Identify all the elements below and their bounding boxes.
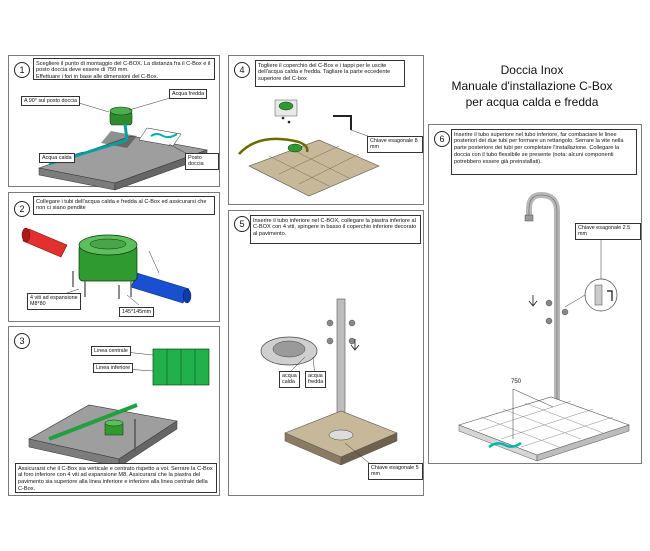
step-2-label-screws: 4 viti ad espansione M8*80	[27, 293, 81, 310]
step-5-label-cold: acqua fredda	[305, 371, 327, 388]
step-2-number: 2	[14, 201, 30, 217]
step-6-label-distance: 750	[511, 379, 522, 385]
title-line-1: Doccia Inox	[500, 63, 564, 77]
step-6-number: 6	[434, 131, 450, 147]
step-4-number: 4	[234, 62, 250, 78]
step-1-label-shower: Posto doccia	[185, 153, 219, 170]
step-1-text: Scegliere il punto di montaggio del C-BO…	[33, 58, 215, 80]
step-3-label-center-line: Linea centrale	[91, 346, 131, 357]
step-5-number: 5	[234, 216, 250, 232]
step-6-label-wrench: Chiave esagonale 2.5 mm	[575, 223, 641, 240]
title-line-2: Manuale d'installazione C-Box	[451, 79, 613, 93]
step-3-text: Assicurarsi che il C-Box sia verticale e…	[15, 463, 217, 493]
step-5-label-hot: acqua calda	[279, 371, 300, 388]
step-4-label-wrench: Chiave esagonale 8 mm	[367, 136, 423, 153]
step-2-illustration	[21, 227, 192, 306]
step-2-panel: 2 Collegare i tubi dell'acqua calda e fr…	[8, 192, 220, 322]
step-1-label-cold: Acqua fredda	[169, 89, 208, 100]
step-1-label-angle: A 90° sul posto doccia	[21, 96, 81, 107]
step-1-number: 1	[14, 62, 30, 78]
step-1-panel: 1 Scegliere il punto di montaggio del C-…	[8, 55, 220, 191]
step-5-label-wrench: Chiave esagonale 5 mm	[368, 463, 423, 480]
step-4-panel: 4 Togliere il coperchio del C-Box e i ta…	[228, 55, 424, 205]
title-line-3: per acqua calda e fredda	[465, 95, 599, 109]
step-6-illustration	[458, 191, 630, 462]
step-3-label-lower-line: Linea inferiore	[93, 363, 134, 374]
step-5-panel: 5 Inserire il tubo inferiore nel C-BOX, …	[228, 210, 424, 496]
step-3-number: 3	[14, 333, 30, 349]
step-6-panel: 6 Inserire il tubo superiore nel tubo in…	[428, 124, 642, 464]
step-3-illustration	[28, 348, 210, 468]
step-3-panel: 3 Linea centrale Linea inferiore Assicur…	[8, 326, 220, 496]
step-6-text: Inserire il tubo superiore nel tubo infe…	[451, 129, 637, 175]
step-5-illustration	[260, 298, 398, 466]
manual-title: Doccia Inox Manuale d'installazione C-Bo…	[432, 62, 632, 110]
step-4-illustration	[238, 99, 380, 197]
step-5-text: Inserire il tubo inferiore nel C-BOX, co…	[250, 215, 421, 244]
step-4-text: Togliere il coperchio del C-Box e i tapp…	[255, 60, 405, 87]
step-2-text: Collegare i tubi dell'acqua calda e fred…	[33, 196, 215, 215]
step-1-label-hot: Acqua calda	[39, 153, 75, 164]
step-2-label-size: 145*145mm	[119, 307, 155, 318]
